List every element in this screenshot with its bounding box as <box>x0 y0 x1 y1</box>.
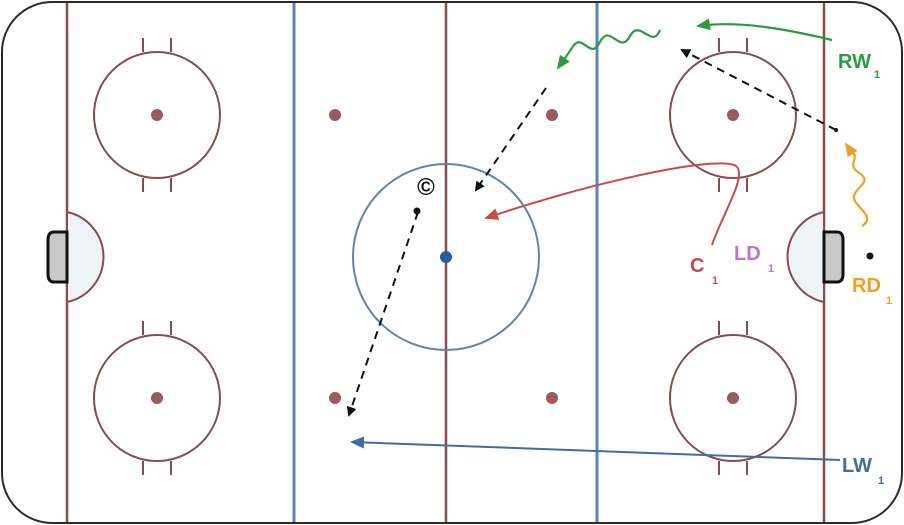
svg-text:1: 1 <box>878 475 884 487</box>
player-label-ld: LD 1 <box>734 243 774 275</box>
lw-skate-path <box>350 436 841 461</box>
rd-carry-path <box>844 142 869 227</box>
crease-right <box>786 210 825 304</box>
puck-pass-path-1 <box>680 49 837 131</box>
faceoff-circle-left-top <box>93 38 221 192</box>
net-left <box>46 230 69 284</box>
player-label-rw: RW 1 <box>838 51 880 81</box>
puck-pass-path-3 <box>346 211 419 417</box>
neutral-dot-left-bottom <box>329 392 341 404</box>
player-label-c: C 1 <box>690 255 718 287</box>
net-right <box>822 230 845 284</box>
faceoff-circle-left-bottom <box>93 321 221 475</box>
neutral-dot-left-top <box>329 109 341 121</box>
center-faceoff-dot <box>440 251 452 263</box>
puck-marker: © <box>417 174 435 201</box>
center-skate-path <box>484 162 741 246</box>
svg-text:1: 1 <box>886 295 892 307</box>
svg-text:RD: RD <box>852 275 881 297</box>
svg-text:LD: LD <box>734 243 761 265</box>
center-circle <box>352 163 540 351</box>
faceoff-circle-right-top <box>669 38 797 192</box>
faceoff-circle-right-bottom <box>669 321 797 475</box>
rw-carry-path <box>556 29 662 70</box>
player-label-lw: LW 1 <box>842 455 884 487</box>
crease-left <box>66 210 105 304</box>
svg-text:1: 1 <box>768 263 774 275</box>
svg-text:1: 1 <box>874 69 880 81</box>
player-label-rd: RD 1 <box>852 275 892 307</box>
rw-position-dot <box>834 128 838 132</box>
puck-pass-path-2 <box>474 87 547 192</box>
svg-text:LW: LW <box>842 455 872 477</box>
svg-text:C: C <box>690 255 704 277</box>
puck-holder-dot <box>413 207 421 215</box>
svg-text:RW: RW <box>838 51 871 73</box>
rw-skate-path <box>696 18 833 42</box>
svg-text:1: 1 <box>712 275 718 287</box>
neutral-dot-right-top <box>546 109 558 121</box>
rd-position-dot <box>866 252 874 260</box>
neutral-dot-right-bottom <box>546 392 558 404</box>
